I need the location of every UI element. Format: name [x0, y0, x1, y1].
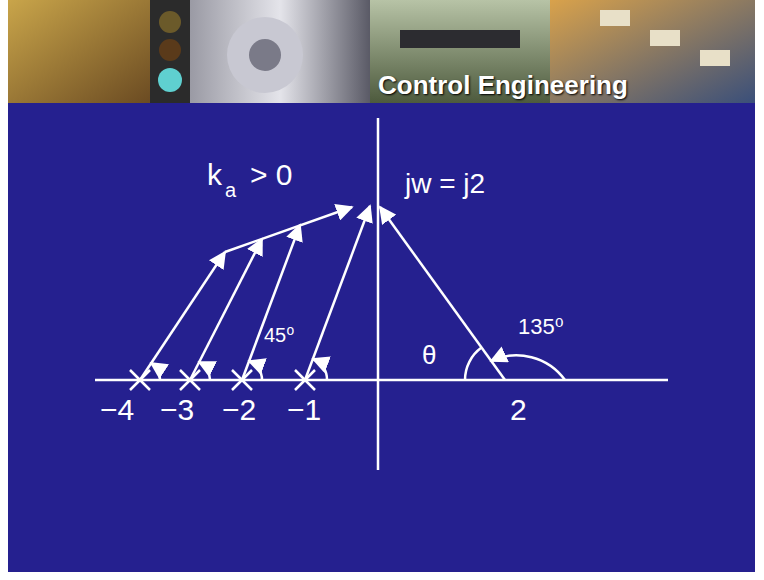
- s-plane-plot: [95, 118, 668, 470]
- photo-banner: [8, 0, 755, 103]
- test-point: jw = j2: [405, 170, 485, 198]
- angle-label: 135⁰: [518, 316, 564, 338]
- angle-label: 45⁰: [264, 325, 294, 345]
- gain-subscript: a: [225, 180, 236, 200]
- axis-value: 2: [510, 395, 527, 425]
- gain-symbol: k: [207, 160, 222, 190]
- gain-condition: > 0: [250, 160, 293, 190]
- axis-value: −3: [160, 395, 194, 425]
- banner-title: Control Engineering: [378, 72, 628, 98]
- axis-value: −4: [100, 395, 134, 425]
- slide-ground: [8, 103, 755, 572]
- angle-symbol: θ: [422, 342, 436, 368]
- axis-value: −2: [222, 395, 256, 425]
- axis-value: −1: [287, 395, 321, 425]
